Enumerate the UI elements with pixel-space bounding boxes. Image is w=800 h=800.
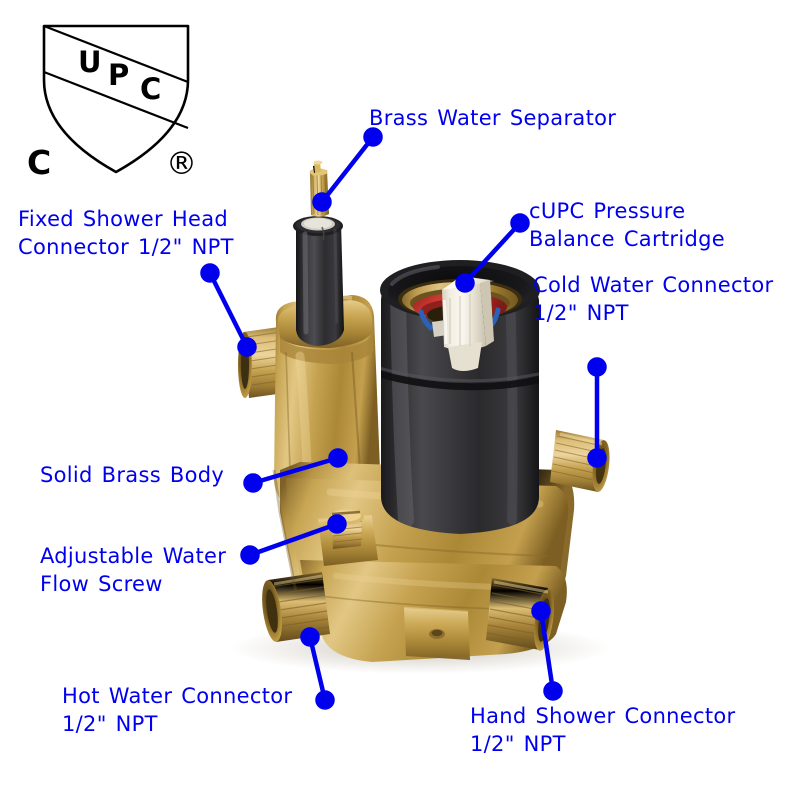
callout-brass-water-separator: Brass Water Separator <box>369 105 616 133</box>
shield-band-bottom <box>43 70 189 130</box>
callout-line: cUPC Pressure <box>529 199 686 223</box>
callout-line: Cold Water Connector <box>533 273 774 297</box>
cert-prefix-letter-c: C <box>27 143 52 182</box>
callout-line: 1/2" NPT <box>533 300 629 325</box>
brass-water-separator-part <box>293 160 344 346</box>
callout-solid-brass-body: Solid Brass Body <box>40 462 224 490</box>
registered-trademark-symbol: ® <box>166 146 197 182</box>
cupc-certification-logo <box>42 24 190 174</box>
callout-hot-water-connector: Hot Water Connector 1/2" NPT <box>62 683 292 738</box>
callout-line: 1/2" NPT <box>470 731 566 756</box>
shield-letter-u: U <box>78 45 102 79</box>
hot-water-connector-part <box>262 572 330 642</box>
shield-band-top <box>43 24 189 84</box>
callout-line: Solid Brass Body <box>40 463 225 487</box>
callout-line: Brass Water Separator <box>369 106 617 130</box>
callout-line: Hand Shower Connector <box>470 704 736 728</box>
callout-line: Balance Cartridge <box>529 226 725 251</box>
callout-line: Fixed Shower Head <box>18 207 228 231</box>
callout-hand-shower-connector: Hand Shower Connector 1/2" NPT <box>470 703 735 758</box>
cold-water-connector-part <box>550 430 610 492</box>
shield-letter-c: C <box>140 72 162 106</box>
callout-cold-water-connector: Cold Water Connector 1/2" NPT <box>533 272 773 327</box>
hand-shower-connector-part <box>486 578 554 651</box>
shield-letter-p: P <box>108 58 130 92</box>
callout-line: Adjustable Water <box>40 544 227 568</box>
callout-line: Hot Water Connector <box>62 684 293 708</box>
callout-line: Flow Screw <box>40 571 163 596</box>
callout-line: 1/2" NPT <box>62 711 158 736</box>
callout-line: Connector 1/2" NPT <box>18 234 234 259</box>
